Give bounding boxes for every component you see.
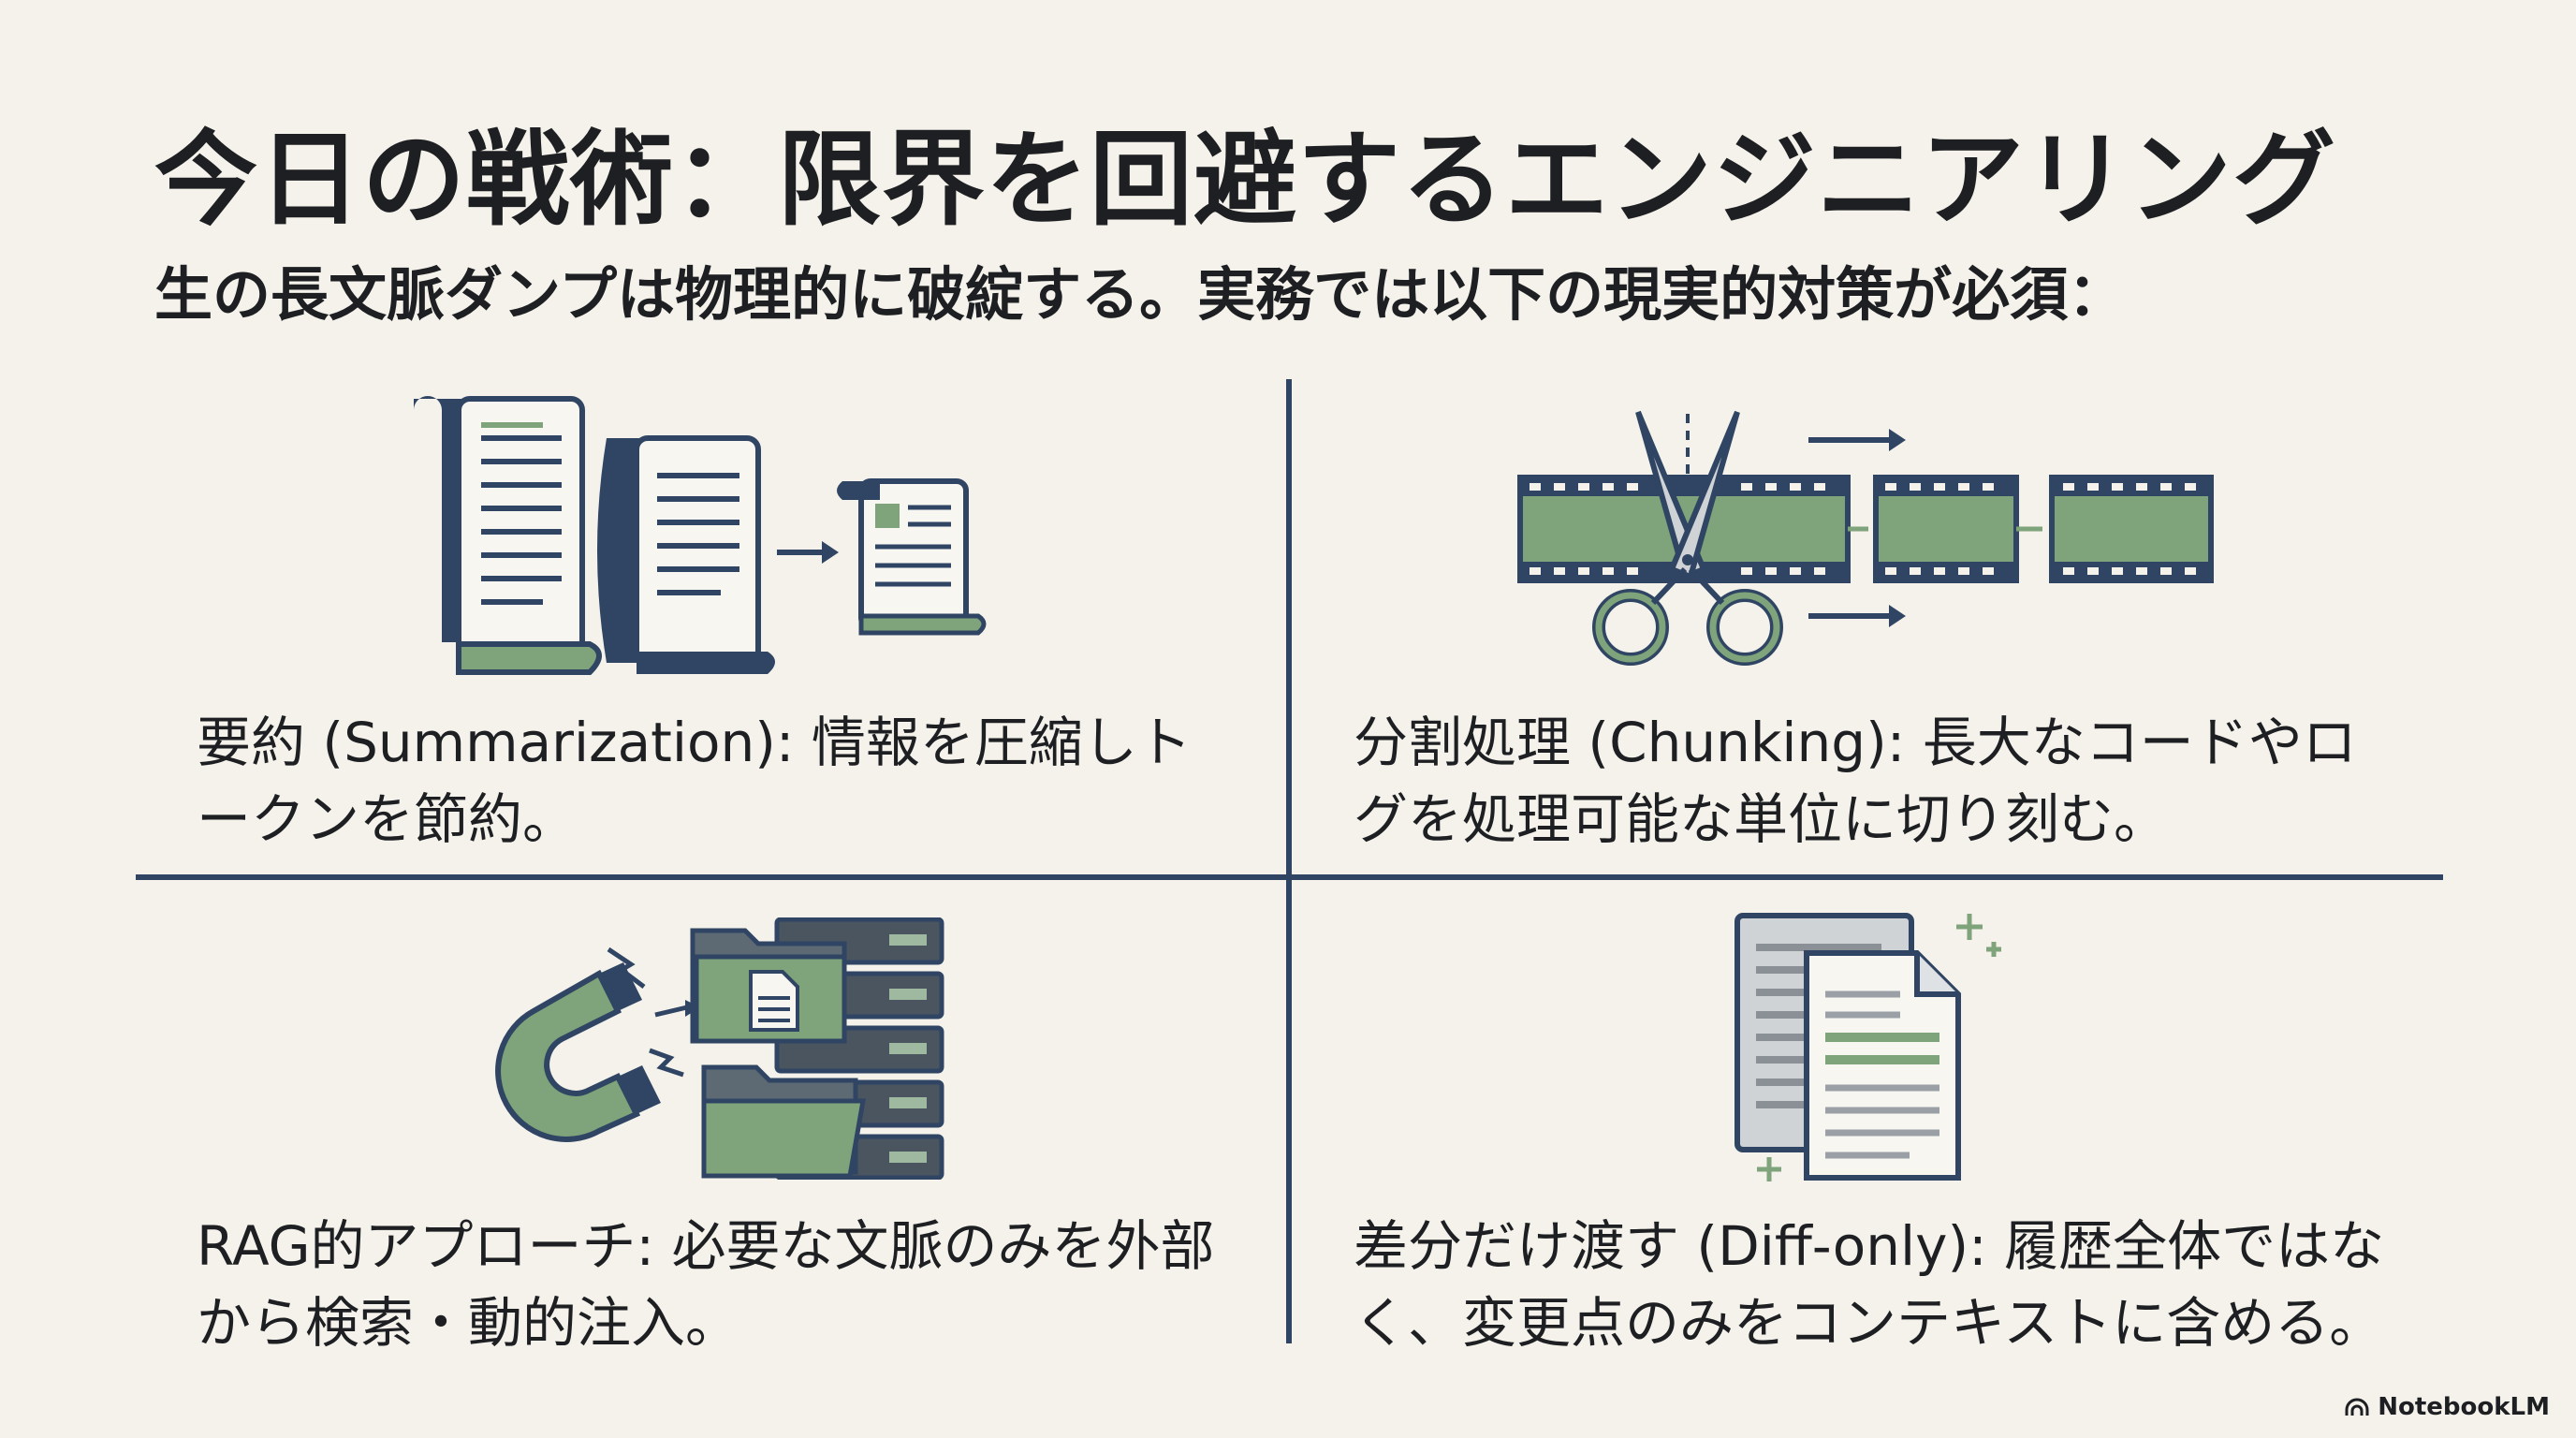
horizontal-divider (136, 874, 2443, 880)
page-subtitle: 生の長文脈ダンプは物理的に破綻する。実務では以下の現実的対策が必須： (154, 260, 2127, 329)
notebooklm-logo-icon (2345, 1398, 2369, 1416)
scissors-film-strip-icon (1517, 410, 2214, 666)
caption-diff-only: 差分だけ渡す (Diff-only): 履歴全体ではなく、変更点のみをコンテキス… (1354, 1214, 2385, 1356)
vertical-divider (1286, 379, 1292, 1343)
diff-documents-icon (1734, 913, 2001, 1181)
document-scroll-compress-icon (414, 396, 987, 675)
brand-watermark: NotebookLM (2344, 1393, 2550, 1421)
magnet-database-icon (495, 917, 944, 1180)
caption-summarization: 要約 (Summarization): 情報を圧縮しトークンを節約。 (197, 711, 1192, 852)
caption-rag: RAG的アプローチ: 必要な文脈のみを外部から検索・動的注入。 (197, 1214, 1215, 1356)
brand-name: NotebookLM (2378, 1393, 2550, 1421)
caption-chunking: 分割処理 (Chunking): 長大なコードやログを処理可能な単位に切り刻む。 (1354, 711, 2357, 852)
page-title: 今日の戦術：限界を回避するエンジニアリング (154, 120, 2336, 240)
